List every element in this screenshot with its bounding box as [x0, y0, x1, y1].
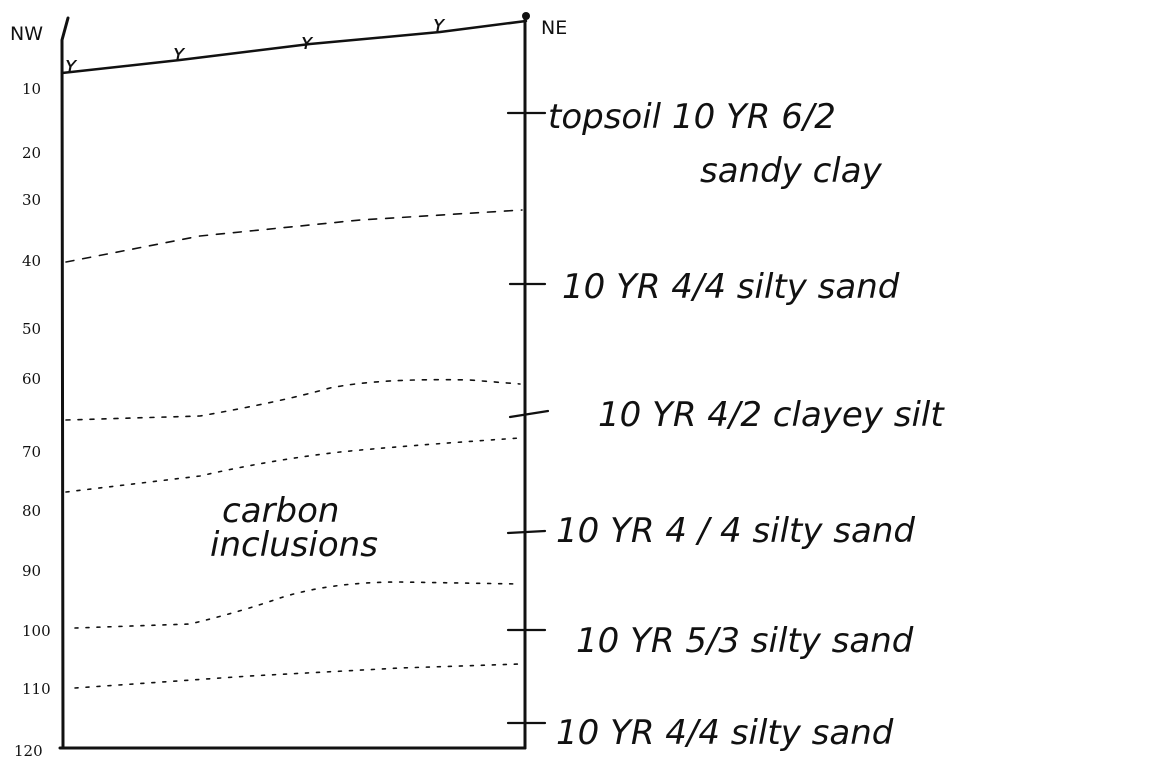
layer-tick: [506, 529, 547, 535]
depth-label: 10: [22, 80, 41, 98]
ground-surface-line: [60, 19, 528, 75]
vegetation-mark: ʏ: [64, 53, 78, 78]
depth-label: 70: [22, 443, 41, 461]
layer-description: 10 YR 4 / 4 silty sand: [556, 511, 915, 551]
layer-description: topsoil 10 YR 6/2: [548, 97, 836, 137]
direction-label-ne: NE: [541, 17, 567, 39]
vegetation-mark: ʏ: [172, 41, 186, 66]
right-top-dot: [522, 12, 530, 20]
layer-description: 10 YR 4/4 silty sand: [556, 713, 894, 753]
depth-label: 120: [14, 742, 43, 760]
depth-label: 80: [22, 502, 41, 520]
depth-label: 40: [22, 252, 41, 270]
depth-label: 90: [22, 562, 41, 580]
layer-description: 10 YR 4/4 silty sand: [562, 267, 900, 307]
vegetation-mark: ʏ: [432, 12, 446, 37]
depth-label: 30: [22, 191, 41, 209]
layer-description: 10 YR 5/3 silty sand: [576, 621, 914, 661]
depth-label: 60: [22, 370, 41, 388]
layer-description: sandy clay: [700, 151, 883, 191]
depth-label: 110: [22, 680, 51, 698]
layer-description: 10 YR 4/2 clayey silt: [598, 395, 945, 435]
layer-boundary-3: [65, 437, 521, 493]
layer-boundary-1: [65, 209, 523, 263]
vegetation-mark: ʏ: [300, 30, 314, 55]
depth-label: 20: [22, 144, 41, 162]
profile-left-wall: [60, 16, 70, 749]
depth-label: 100: [22, 622, 51, 640]
layer-tick: [508, 409, 550, 419]
inclusions-note: carbon: [222, 491, 339, 531]
inclusions-note: inclusions: [210, 525, 378, 565]
depth-label: 50: [22, 320, 41, 338]
layer-boundary-4: [74, 581, 521, 629]
layer-boundary-2: [65, 378, 521, 421]
layer-boundary-5: [74, 663, 521, 689]
direction-label-nw: NW: [10, 23, 43, 45]
